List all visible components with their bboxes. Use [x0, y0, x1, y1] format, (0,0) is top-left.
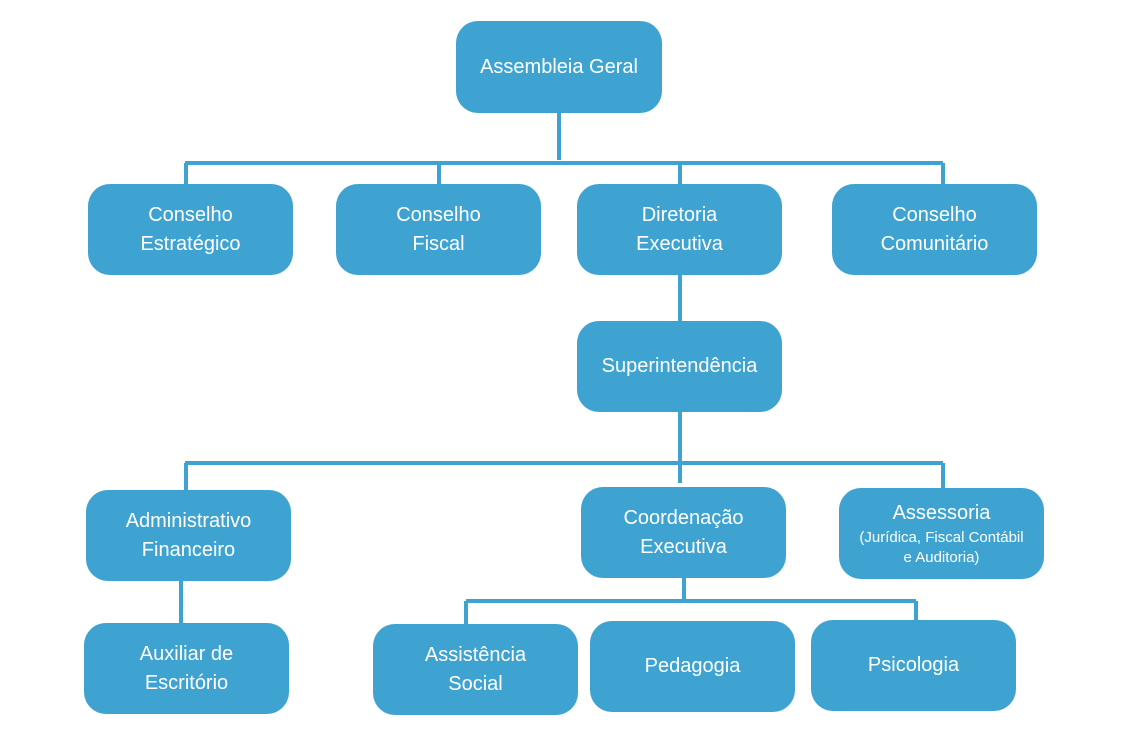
- node-administrativo-financeiro: Administrativo Financeiro: [86, 490, 291, 581]
- node-label: Conselho Comunitário: [880, 203, 989, 255]
- node-conselho-estrategico: Conselho Estratégico: [88, 184, 293, 275]
- node-coordenacao-executiva: Coordenação Executiva: [581, 487, 786, 578]
- node-conselho-comunitario: Conselho Comunitário: [832, 184, 1037, 275]
- node-assessoria: Assessoria (Jurídica, Fiscal Contábil e …: [839, 488, 1044, 579]
- node-label: Coordenação Executiva: [623, 506, 744, 558]
- node-psicologia: Psicologia: [811, 620, 1016, 711]
- node-label: Assembleia Geral: [480, 55, 638, 78]
- node-sublabel: (Jurídica, Fiscal Contábil e Auditoria): [859, 529, 1024, 566]
- node-assembleia-geral: Assembleia Geral: [456, 21, 662, 113]
- node-label: Administrativo Financeiro: [125, 509, 252, 561]
- node-label: Pedagogia: [644, 655, 741, 677]
- node-assistencia-social: Assistência Social: [373, 624, 578, 715]
- node-label: Assistência Social: [424, 643, 527, 695]
- node-diretoria-executiva: Diretoria Executiva: [577, 184, 782, 275]
- node-label: Auxiliar de Escritório: [139, 642, 234, 694]
- node-label: Assessoria: [892, 502, 991, 524]
- node-auxiliar-escritorio: Auxiliar de Escritório: [84, 623, 289, 714]
- node-label: Psicologia: [867, 654, 960, 676]
- node-pedagogia: Pedagogia: [590, 621, 795, 712]
- node-label: Conselho Estratégico: [140, 203, 241, 255]
- node-label: Diretoria Executiva: [636, 203, 723, 255]
- node-label: Conselho Fiscal: [396, 203, 481, 255]
- node-label: Superintendência: [601, 355, 758, 377]
- node-superintendencia: Superintendência: [577, 321, 782, 412]
- node-conselho-fiscal: Conselho Fiscal: [336, 184, 541, 275]
- assessoria-text: Assessoria (Jurídica, Fiscal Contábil e …: [859, 499, 1023, 568]
